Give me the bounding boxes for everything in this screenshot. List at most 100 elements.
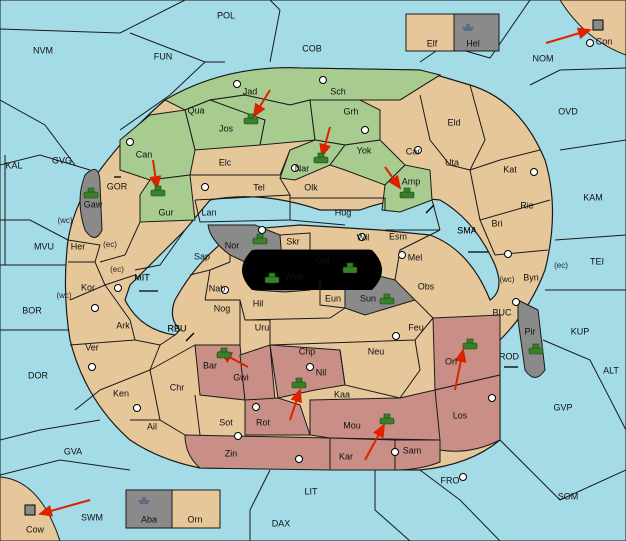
province-label: Rie <box>520 200 534 210</box>
province-label: Ail <box>147 421 157 431</box>
coast-tag: (ec) <box>554 261 568 270</box>
province-label: Kaa <box>334 389 350 399</box>
province-label: Nor <box>225 240 240 250</box>
army-icon <box>399 187 415 199</box>
province-label: Mou <box>343 420 361 430</box>
sea-label: OVD <box>558 106 578 116</box>
sea-label: GVG <box>52 155 72 165</box>
fleet-icon <box>592 19 604 31</box>
province-label: Nab <box>209 283 226 293</box>
province-label: Her <box>71 241 86 251</box>
inner-lake <box>242 250 382 290</box>
sea-labels: POL NVM FUN COB NOM OVD KAL GVG KAM SMA … <box>5 10 619 528</box>
army-icon <box>252 233 268 245</box>
province-label: Obs <box>418 281 435 291</box>
province-label: Aba <box>141 514 157 524</box>
province-label: Ark <box>116 320 130 330</box>
province-label: Nil <box>316 367 327 377</box>
province-label: Hil <box>253 298 264 308</box>
coast-tag: (wc) <box>56 291 71 300</box>
province-label: Kor <box>81 282 95 292</box>
province-label: Skr <box>286 236 300 246</box>
army-icon <box>150 185 166 197</box>
red-territories <box>184 314 501 471</box>
sea-label: SMA <box>457 225 477 235</box>
province-label: Hel <box>466 38 480 48</box>
strait-label: SMA <box>457 225 477 235</box>
sea-label: KUP <box>571 326 590 336</box>
fleet-icon <box>24 504 36 516</box>
province-label: Yok <box>357 145 372 155</box>
province-label: Lan <box>201 207 216 217</box>
army-icon <box>462 338 478 350</box>
sea-label: KAM <box>583 192 603 202</box>
sea-label: FRO <box>441 475 460 485</box>
province-label: Ost <box>316 255 331 265</box>
province-label: Cow <box>26 524 45 534</box>
province-label: Esm <box>389 231 407 241</box>
province-label: Gaw <box>84 199 103 209</box>
sea-label: BOR <box>22 305 42 315</box>
province-label: Ver <box>85 342 99 352</box>
province-label: Orl <box>445 356 457 366</box>
coast-tag: (ec) <box>110 265 124 274</box>
province-label: Car <box>406 146 421 156</box>
coast-tag: (ec) <box>103 240 117 249</box>
province-label: Sot <box>219 417 233 427</box>
land-labels: Jad Sch Qua Jos Grh Can Gur Nar Yok Amp … <box>26 36 612 534</box>
sea-label: DAX <box>272 518 291 528</box>
army-icon <box>243 113 259 125</box>
province-label: Con <box>596 36 613 46</box>
province-label: Nar <box>295 163 310 173</box>
strait-label: BUC <box>492 307 512 317</box>
province-label: Gur <box>158 207 173 217</box>
sea-label: NVM <box>33 45 53 55</box>
province-label: Qua <box>187 105 204 115</box>
sea-label: NOM <box>533 53 554 63</box>
province-label: Web <box>285 271 303 281</box>
province-label: Sun <box>360 293 376 303</box>
province-label: Neu <box>368 346 385 356</box>
strait-label: MIT <box>134 272 150 282</box>
province-label: Los <box>453 410 468 420</box>
fleet-icon <box>138 497 150 504</box>
army-icon <box>83 187 99 199</box>
sea-label: COB <box>302 43 322 53</box>
province-label: Sap <box>194 251 210 261</box>
province-label: Jos <box>219 123 234 133</box>
sea-label: RBU <box>167 323 186 333</box>
army-icon <box>342 262 358 274</box>
province-label: Elc <box>219 157 232 167</box>
region-borders <box>67 74 551 436</box>
fleet-icon <box>462 24 474 31</box>
coast-tag: (wc) <box>57 216 72 225</box>
army-units <box>83 113 544 425</box>
province-label: Can <box>136 149 153 159</box>
army-icon <box>379 293 395 305</box>
province-label: Rot <box>256 417 271 427</box>
province-label: Bar <box>203 360 217 370</box>
province-label: Eun <box>325 293 341 303</box>
sea-label: POL <box>217 10 235 20</box>
connector-labels: GOR MIT RBU SMA BUC ROD <box>107 181 520 361</box>
sea-label: KAL <box>5 160 22 170</box>
province-label: Tel <box>253 182 265 192</box>
army-icon <box>264 272 280 284</box>
army-icon <box>216 347 232 359</box>
sea-label: MIT <box>134 272 150 282</box>
fleet-units <box>24 19 604 516</box>
province-label: Kat <box>503 164 517 174</box>
strait-label: ROD <box>499 351 520 361</box>
strait-label: RBU <box>167 323 186 333</box>
coast-tag: (wc) <box>499 275 514 284</box>
army-icon <box>291 377 307 389</box>
province-label: Grh <box>343 106 358 116</box>
province-label: Jad <box>243 86 258 96</box>
strait-arrows <box>114 176 518 368</box>
province-label: Nog <box>214 303 231 313</box>
sea-label: DOR <box>28 370 49 380</box>
province-label: Pir <box>525 326 536 336</box>
supply-centers <box>26 39 594 514</box>
